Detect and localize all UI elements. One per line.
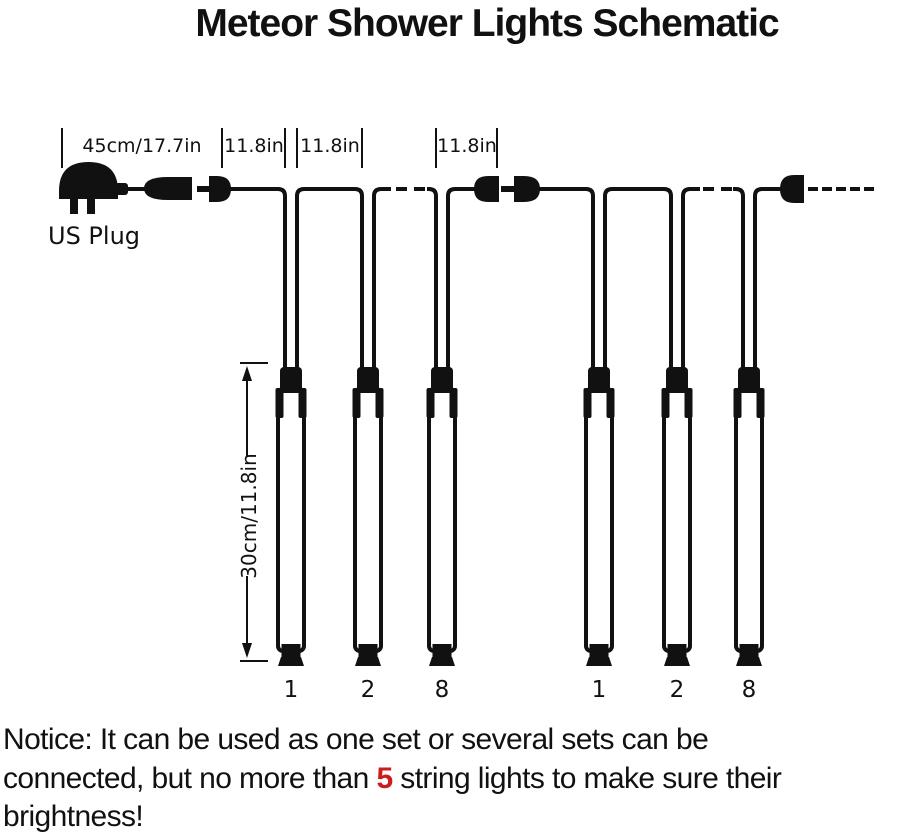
meteor-tube-icon — [350, 365, 386, 668]
notice-line-2-after: string lights to make sure their — [392, 761, 782, 795]
tube-number: 2 — [361, 677, 376, 703]
male-connector-icon — [197, 176, 231, 202]
notice-line-3: brightness! — [3, 800, 144, 833]
meteor-tube-icon — [273, 365, 309, 668]
tube-number: 1 — [284, 677, 299, 703]
meteor-tubes — [273, 365, 767, 668]
string-wire — [230, 187, 874, 369]
female-connector-icon — [474, 176, 499, 202]
meteor-tube-icon — [424, 365, 460, 668]
arrow-up-icon — [242, 366, 252, 381]
tube-number: 1 — [592, 677, 607, 703]
spacing-label-1: 11.8in — [224, 135, 284, 157]
arrow-down-icon — [242, 643, 252, 658]
cord-length-label: 45cm/17.7in — [82, 135, 201, 157]
meteor-tube-icon — [659, 365, 695, 668]
spacing-label-2: 11.8in — [300, 135, 360, 157]
page-title: Meteor Shower Lights Schematic — [195, 2, 779, 45]
dimension-ticks — [61, 128, 498, 168]
vertical-dimension-arrow — [240, 362, 268, 662]
us-plug-icon — [59, 162, 128, 214]
tube-number: 8 — [435, 677, 450, 703]
notice-max-sets-number: 5 — [376, 761, 393, 795]
tube-number: 2 — [670, 677, 685, 703]
tube-length-label: 30cm/11.8in — [237, 453, 261, 578]
female-connector-icon — [780, 175, 804, 203]
tube-number: 8 — [742, 677, 757, 703]
plug-label: US Plug — [48, 222, 140, 250]
meteor-tube-icon — [581, 365, 617, 668]
notice-line-2-before: connected, but no more than — [3, 761, 377, 795]
notice-line-1: Notice: It can be used as one set or sev… — [3, 723, 709, 756]
meteor-tube-icon — [731, 365, 767, 668]
controller-capsule-icon — [144, 177, 192, 200]
notice-text: Notice: It can be used as one set or sev… — [3, 721, 915, 837]
male-connector-icon — [501, 176, 540, 202]
spacing-label-3: 11.8in — [437, 135, 497, 157]
notice-line-2: connected, but no more than 5 string lig… — [3, 760, 915, 799]
